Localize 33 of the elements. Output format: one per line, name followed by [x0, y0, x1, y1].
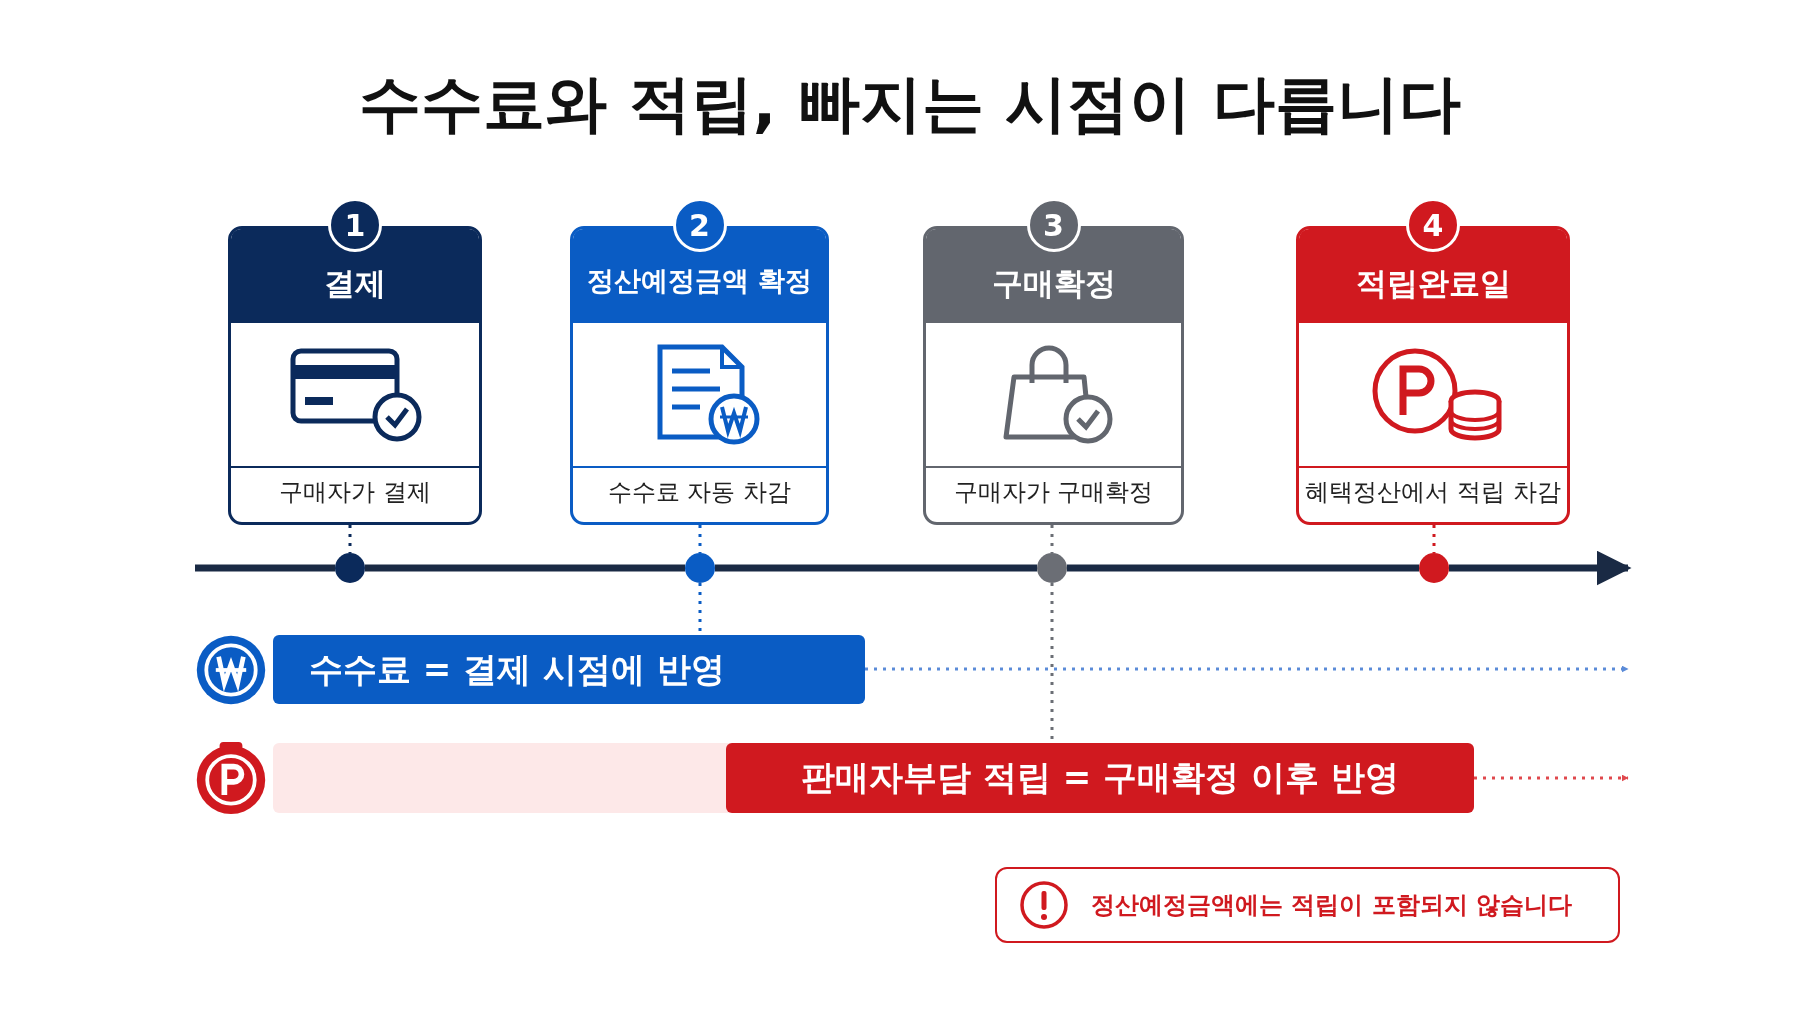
- dotted-line: [698, 525, 702, 553]
- title: 수수료와 적립, 빠지는 시점이 다릅니다: [358, 66, 1462, 142]
- step-title: 구매확정: [990, 264, 1117, 303]
- step-title: 정산예정금액 확정: [585, 264, 814, 298]
- dotted-arrow: [865, 664, 1629, 674]
- timing-bar: [273, 635, 865, 704]
- timeline-dot: [685, 553, 715, 583]
- step-description: 수수료 자동 차감: [606, 477, 793, 508]
- timeline-line: [1067, 564, 1419, 572]
- timeline-dot: [335, 553, 365, 583]
- step-description: 구매자가 결제: [278, 477, 432, 508]
- step-description: 구매자가 구매확정: [952, 477, 1155, 508]
- bar-label: 수수료 = 결제 시점에 반영: [309, 647, 725, 691]
- bar-label: 판매자부담 적립 = 구매확정 이후 반영: [801, 756, 1399, 799]
- dotted-line: [1432, 525, 1436, 553]
- timing-bar: [726, 743, 1474, 813]
- timeline-line: [715, 564, 1037, 572]
- step-number-badge: 2: [672, 198, 727, 252]
- timeline-line: [1449, 550, 1632, 586]
- step-title: 결제: [323, 264, 387, 303]
- step-description: 혜택정산에서 적립 차감: [1304, 477, 1562, 508]
- dotted-arrow: [1474, 773, 1629, 783]
- notice-text: 정산예정금액에는 적립이 포함되지 않습니다: [1091, 890, 1573, 921]
- timeline-dot: [1037, 553, 1067, 583]
- step-title: 적립완료일: [1354, 264, 1512, 303]
- step-number-badge: 4: [1406, 198, 1460, 252]
- timeline-dot: [1419, 553, 1449, 583]
- dotted-line: [348, 525, 352, 553]
- step-number-badge: 1: [328, 198, 382, 252]
- step-number-badge: 3: [1026, 198, 1081, 252]
- dotted-line: [1050, 525, 1054, 553]
- notice-box: [995, 867, 1620, 943]
- timeline-line: [365, 564, 685, 572]
